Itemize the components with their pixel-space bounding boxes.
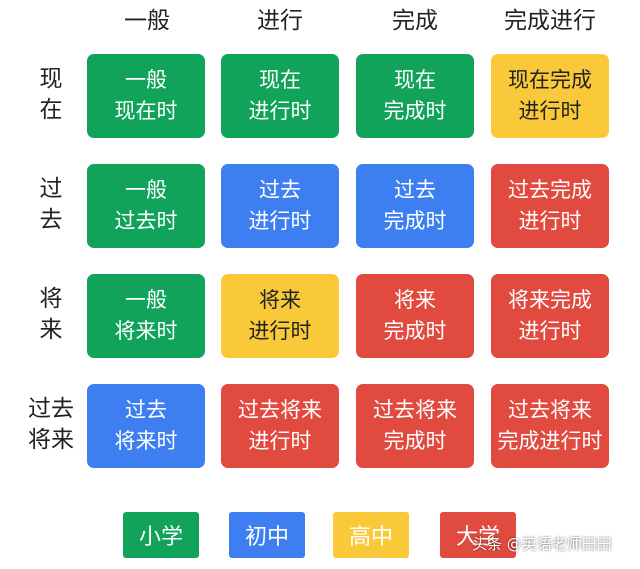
tense-cell-line: 进行时 bbox=[518, 209, 582, 233]
tense-cell-future-progressive: 将来 进行时 bbox=[221, 274, 339, 358]
tense-cell-line: 过去完成 bbox=[508, 178, 592, 202]
tense-cell-past-perfect: 过去 完成时 bbox=[356, 164, 474, 248]
tense-cell-line: 进行时 bbox=[248, 99, 312, 123]
tense-cell-line: 完成时 bbox=[383, 319, 447, 343]
tense-cell-line: 将来 bbox=[259, 288, 301, 312]
tense-cell-line: 过去将来 bbox=[508, 398, 592, 422]
row-header-line: 在 bbox=[39, 97, 63, 123]
legend-senior-high: 高中 bbox=[333, 512, 409, 558]
tense-cell-line: 过去时 bbox=[114, 209, 178, 233]
tense-cell-line: 完成进行时 bbox=[497, 429, 603, 453]
tense-cell-line: 完成时 bbox=[383, 99, 447, 123]
tense-cell-line: 将来完成 bbox=[508, 288, 592, 312]
tense-cell-line: 进行时 bbox=[248, 209, 312, 233]
legend-junior-high: 初中 bbox=[229, 512, 305, 558]
row-header-line: 去 bbox=[39, 207, 63, 233]
tense-cell-line: 过去 bbox=[259, 178, 301, 202]
row-header-past-future: 过去 将来 bbox=[16, 394, 86, 456]
tense-cell-line: 将来时 bbox=[114, 319, 178, 343]
tense-cell-past-perfect-progressive: 过去完成 进行时 bbox=[491, 164, 609, 248]
tense-cell-line: 过去将来 bbox=[238, 398, 322, 422]
tense-cell-line: 完成时 bbox=[383, 429, 447, 453]
row-header-present: 现 在 bbox=[16, 64, 86, 126]
tense-cell-line: 进行时 bbox=[518, 99, 582, 123]
legend-university: 大学 bbox=[440, 512, 516, 558]
tense-cell-line: 一般 bbox=[125, 178, 167, 202]
tense-cell-line: 现在 bbox=[394, 68, 436, 92]
tense-cell-line: 进行时 bbox=[248, 319, 312, 343]
tense-cell-line: 一般 bbox=[125, 68, 167, 92]
tense-cell-future-perfect-progressive: 将来完成 进行时 bbox=[491, 274, 609, 358]
tense-cell-line: 一般 bbox=[125, 288, 167, 312]
row-header-line: 过 bbox=[39, 176, 63, 202]
tense-cell-past-future-perfect: 过去将来 完成时 bbox=[356, 384, 474, 468]
tense-cell-line: 进行时 bbox=[518, 319, 582, 343]
row-header-line: 将 bbox=[39, 286, 63, 312]
column-header-progressive: 进行 bbox=[257, 8, 303, 34]
row-header-line: 现 bbox=[39, 66, 63, 92]
tense-cell-line: 将来 bbox=[394, 288, 436, 312]
tense-cell-simple-past: 一般 过去时 bbox=[87, 164, 205, 248]
column-header-perfect-progressive: 完成进行 bbox=[504, 8, 596, 34]
column-header-simple: 一般 bbox=[124, 8, 170, 34]
tense-cell-line: 现在完成 bbox=[508, 68, 592, 92]
tense-cell-simple-past-future: 过去 将来时 bbox=[87, 384, 205, 468]
tense-cell-line: 过去 bbox=[394, 178, 436, 202]
tense-cell-line: 过去 bbox=[125, 398, 167, 422]
tense-cell-present-progressive: 现在 进行时 bbox=[221, 54, 339, 138]
row-header-line: 将来 bbox=[28, 427, 74, 453]
tense-cell-line: 将来时 bbox=[114, 429, 178, 453]
column-header-perfect: 完成 bbox=[392, 8, 438, 34]
tense-cell-line: 进行时 bbox=[248, 429, 312, 453]
row-header-past: 过 去 bbox=[16, 174, 86, 236]
tense-cell-line: 过去将来 bbox=[373, 398, 457, 422]
tense-cell-past-future-perfect-progressive: 过去将来 完成进行时 bbox=[491, 384, 609, 468]
tense-cell-line: 现在 bbox=[259, 68, 301, 92]
tense-cell-present-perfect: 现在 完成时 bbox=[356, 54, 474, 138]
tense-cell-simple-present: 一般 现在时 bbox=[87, 54, 205, 138]
legend-primary-school: 小学 bbox=[123, 512, 199, 558]
tense-cell-present-perfect-progressive: 现在完成 进行时 bbox=[491, 54, 609, 138]
tense-cell-simple-future: 一般 将来时 bbox=[87, 274, 205, 358]
tense-cell-future-perfect: 将来 完成时 bbox=[356, 274, 474, 358]
tense-cell-past-future-progressive: 过去将来 进行时 bbox=[221, 384, 339, 468]
tense-cell-line: 现在时 bbox=[114, 99, 178, 123]
row-header-future: 将 来 bbox=[16, 284, 86, 346]
tense-cell-past-progressive: 过去 进行时 bbox=[221, 164, 339, 248]
row-header-line: 来 bbox=[39, 317, 63, 343]
watermark: 头条 @英语老师田田 bbox=[472, 535, 612, 553]
tense-cell-line: 完成时 bbox=[383, 209, 447, 233]
row-header-line: 过去 bbox=[28, 396, 74, 422]
